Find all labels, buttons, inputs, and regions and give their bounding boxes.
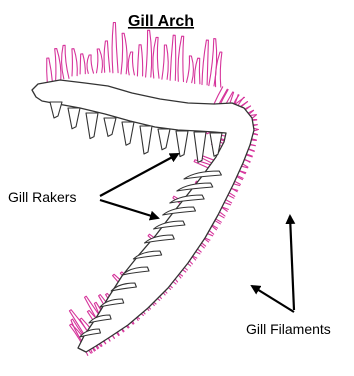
gill-raker [158, 129, 170, 150]
gill-raker [176, 131, 188, 157]
gill-raker [68, 108, 80, 129]
gill-filament [72, 49, 77, 76]
gill-filament [202, 40, 208, 85]
gill-filament [47, 58, 53, 84]
arrow-filaments-upper [290, 216, 294, 310]
gill-filament [162, 45, 168, 79]
gill-filament [87, 55, 94, 74]
gill-raker [50, 102, 62, 118]
gill-raker [86, 113, 98, 139]
gill-filament [187, 56, 194, 83]
gill-filament [195, 58, 200, 84]
arrow-filaments-lower [252, 286, 294, 312]
arrow-rakers-lower [100, 200, 158, 218]
gill-filament [146, 30, 152, 77]
gill-filament [104, 41, 110, 72]
gill-raker [194, 132, 206, 162]
gill-raker [104, 118, 116, 136]
gill-filament [121, 33, 127, 74]
label-gill-rakers: Gill Rakers [8, 189, 76, 205]
gill-filament [153, 37, 159, 78]
gill-filament [62, 45, 69, 78]
arrow-rakers-upper [100, 154, 178, 196]
label-gill-filaments: Gill Filaments [246, 321, 331, 337]
gill-raker [140, 126, 152, 154]
gill-filament [97, 49, 103, 73]
gill-filament [112, 23, 118, 73]
gill-filament [178, 36, 184, 81]
diagram-title: Gill Arch [128, 13, 194, 30]
gill-raker [122, 122, 134, 145]
gill-filament [170, 35, 176, 80]
gill-filament [55, 49, 61, 82]
gill-filament [128, 52, 134, 75]
gill-filament [80, 54, 85, 74]
gill-filament [137, 45, 142, 76]
